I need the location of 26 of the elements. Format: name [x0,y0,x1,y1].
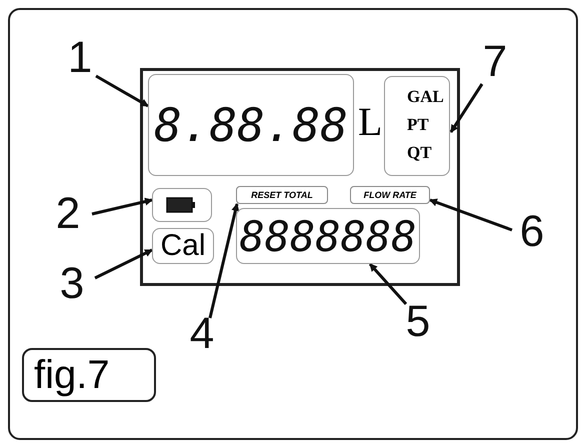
unit-text: PT [407,115,429,135]
leader-arrow [450,83,484,133]
callout-number: 6 [512,210,552,258]
figure-label: fig.7 [22,348,156,402]
leader-arrow [429,198,513,232]
leader-arrow [368,263,408,305]
callout-number: 1 [60,36,100,84]
unit-text: QT [407,143,432,163]
digit-display: 8888888 [236,208,420,264]
unit-letter: L [358,100,382,144]
callout-number: 5 [398,300,438,348]
leader-arrow [94,248,153,280]
battery-box [152,188,212,222]
digit-display: 8.88.88 [148,74,354,176]
leader-arrow [95,74,149,108]
callout-number: 3 [52,262,92,310]
indicator-label: FLOW RATE [350,186,430,204]
leader-arrow [208,203,240,318]
unit-box [384,76,450,176]
callout-number: 7 [475,40,515,88]
unit-text: GAL [407,87,444,107]
callout-number: 2 [48,192,88,240]
cal-indicator: Cal [152,228,214,264]
indicator-label: RESET TOTAL [236,186,328,204]
callout-number: 4 [182,312,222,360]
leader-arrow [92,198,153,216]
